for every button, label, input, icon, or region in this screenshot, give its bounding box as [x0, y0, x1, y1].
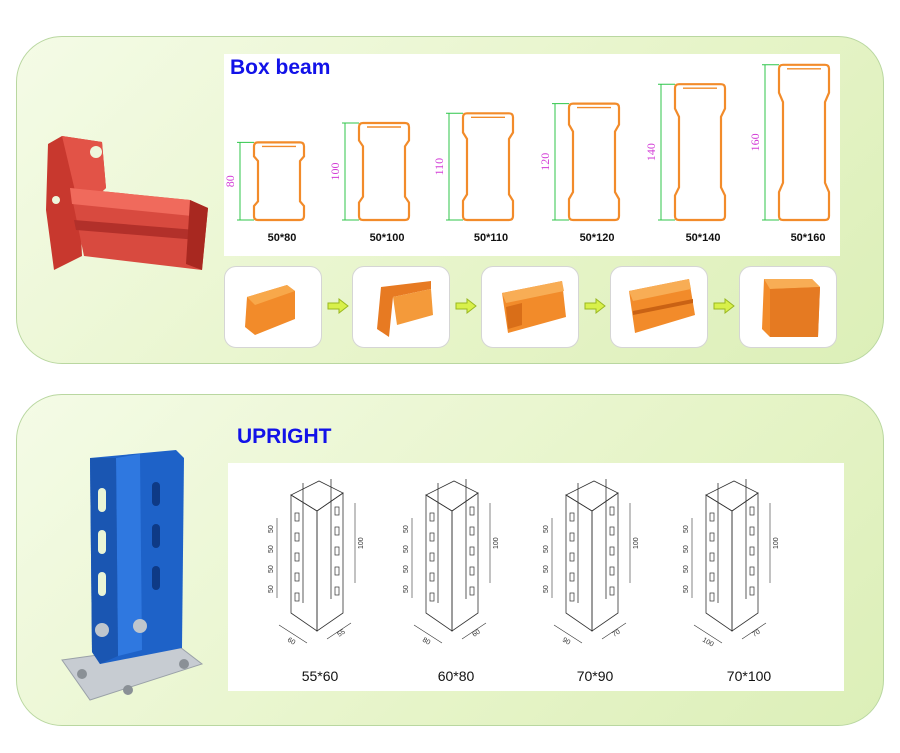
beam-label-50x100: 50*100 [369, 232, 405, 244]
upright-spacing-label: 50 [543, 565, 550, 573]
beam-profiles-area [224, 54, 840, 256]
blue-upright-photo [61, 450, 204, 701]
upright-spacing-label: 50 [268, 525, 275, 533]
upright-spacing-label: 50 [543, 545, 550, 553]
upright-drawing-70x90: 50 50 50 50 100 90 70 [543, 479, 640, 647]
upright-depth-label: 70 [611, 629, 621, 639]
beam-profile-80: 80 [224, 141, 306, 222]
upright-spacing-label: 50 [268, 585, 275, 593]
beam-height-label: 110 [432, 158, 446, 176]
upright-label-70x100: 70*100 [726, 668, 772, 684]
beam-height-label: 160 [748, 133, 762, 151]
forming-step-2 [352, 266, 450, 348]
upright-spacing-label: 50 [683, 545, 690, 553]
upright-pitch-label: 100 [493, 537, 500, 549]
arrow-right-icon [584, 298, 606, 314]
upright-spacing-label: 50 [683, 565, 690, 573]
upright-profile-drawings: 50 50 50 50 100 60 55 50 50 50 50 100 80 60 50 50 50 50 10… [268, 479, 780, 649]
red-beam-photo [46, 136, 208, 270]
forming-step-4 [610, 266, 708, 348]
upright-pitch-label: 100 [633, 537, 640, 549]
upright-width-label: 60 [286, 637, 296, 647]
upright-pitch-label: 100 [358, 537, 365, 549]
upright-drawing-70x100: 50 50 50 50 100 100 70 [683, 479, 780, 649]
upright-depth-label: 55 [336, 629, 346, 639]
upright-label-70x90: 70*90 [576, 668, 614, 684]
upright-spacing-label: 50 [403, 545, 410, 553]
upright-drawing-55x60: 50 50 50 50 100 60 55 [268, 479, 365, 647]
upright-pitch-label: 100 [773, 537, 780, 549]
upright-width-label: 100 [701, 637, 715, 649]
upright-depth-label: 70 [751, 629, 761, 639]
arrow-right-icon [713, 298, 735, 314]
beam-height-label: 80 [224, 175, 237, 187]
upright-label-60x80: 60*80 [437, 668, 475, 684]
forming-step-1 [224, 266, 322, 348]
upright-spacing-label: 50 [403, 585, 410, 593]
upright-spacing-label: 50 [683, 525, 690, 533]
upright-spacing-label: 50 [268, 565, 275, 573]
upright-depth-label: 60 [471, 629, 481, 639]
upright-spacing-label: 50 [403, 525, 410, 533]
upright-title: UPRIGHT [237, 425, 332, 448]
forming-step-3 [481, 266, 579, 348]
beam-profile-drawings: 80 100 110 120 140 160 [224, 63, 831, 222]
upright-drawing-60x80: 50 50 50 50 100 80 60 [403, 479, 500, 647]
beam-label-50x80: 50*80 [267, 232, 297, 244]
arrow-right-icon [455, 298, 477, 314]
beam-height-label: 120 [538, 153, 552, 171]
beam-height-label: 140 [644, 143, 658, 161]
upright-spacing-label: 50 [403, 565, 410, 573]
upright-spacing-label: 50 [543, 585, 550, 593]
beam-profile-160: 160 [748, 63, 831, 222]
upright-width-label: 90 [561, 637, 571, 647]
beam-label-50x110: 50*110 [473, 232, 509, 244]
beam-height-label: 100 [328, 163, 342, 181]
beam-label-50x120: 50*120 [579, 232, 615, 244]
beam-profile-140: 140 [644, 83, 727, 222]
beam-profile-110: 110 [432, 112, 515, 222]
upright-spacing-label: 50 [543, 525, 550, 533]
beam-profile-100: 100 [328, 121, 411, 222]
box-beam-title: Box beam [230, 56, 331, 79]
beam-label-50x160: 50*160 [790, 232, 826, 244]
upright-spacing-label: 50 [683, 585, 690, 593]
upright-width-label: 80 [421, 637, 431, 647]
beam-profile-120: 120 [538, 102, 621, 222]
beam-label-50x140: 50*140 [685, 232, 721, 244]
forming-step-5 [739, 266, 837, 348]
upright-label-55x60: 55*60 [301, 668, 339, 684]
arrow-right-icon [327, 298, 349, 314]
upright-spacing-label: 50 [268, 545, 275, 553]
